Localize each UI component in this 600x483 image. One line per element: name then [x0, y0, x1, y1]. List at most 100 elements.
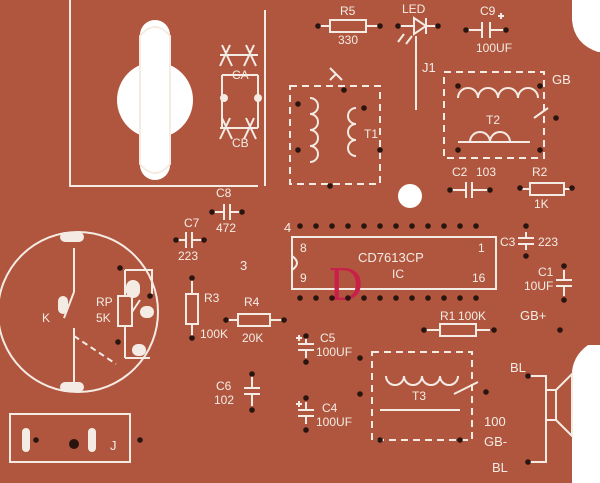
solder-hole	[315, 23, 321, 29]
solder-hole	[457, 295, 463, 301]
solder-hole	[329, 223, 335, 229]
cb-label: CB	[232, 136, 249, 150]
r4-ref: R4	[244, 295, 260, 309]
solder-hole	[473, 295, 479, 301]
c3-ref: C3	[500, 235, 516, 249]
solder-hole	[189, 335, 195, 341]
t2-label: T2	[486, 113, 500, 127]
gb-label: GB	[552, 72, 571, 87]
solder-hole	[523, 253, 529, 259]
solder-hole	[303, 395, 309, 401]
ic-part-number: CD7613CP	[358, 250, 424, 265]
solder-hole	[327, 183, 333, 189]
c2-ref: C2	[452, 165, 468, 179]
solder-hole	[537, 147, 543, 153]
jack-j-outline	[9, 413, 131, 463]
r3-value: 100K	[200, 327, 228, 341]
gb-minus-label: GB-	[484, 434, 507, 449]
c9-capacitor	[466, 13, 506, 38]
solder-hole	[503, 27, 509, 33]
solder-hole	[561, 263, 567, 269]
t1-windings	[309, 67, 357, 163]
led-ref: LED	[402, 2, 426, 16]
solder-hole	[297, 295, 303, 301]
solder-hole	[345, 295, 351, 301]
t3-windings	[380, 375, 479, 411]
solder-hole	[377, 23, 383, 29]
jack-slot-left	[22, 428, 30, 452]
solder-hole	[281, 317, 287, 323]
ic-pin-9: 9	[300, 271, 307, 285]
solder-hole	[557, 327, 563, 333]
solder-hole	[377, 223, 383, 229]
c3-capacitor	[518, 232, 534, 250]
solder-hole	[115, 339, 121, 345]
tuning-capacitor-ca-cb	[219, 44, 262, 140]
solder-hole	[447, 187, 453, 193]
solder-hole	[249, 371, 255, 377]
c4-value: 100UF	[316, 415, 352, 429]
k-label: K	[42, 311, 50, 325]
area-3-label: 3	[240, 258, 247, 273]
c4-ref: C4	[322, 401, 338, 415]
r4-value: 20K	[242, 331, 263, 345]
c9-ref: C9	[480, 4, 496, 18]
mount-frame	[69, 0, 266, 187]
t3-label: T3	[412, 389, 426, 403]
solder-hole	[393, 223, 399, 229]
c7-value: 223	[178, 249, 198, 263]
r1-ref: R1	[440, 309, 456, 323]
solder-hole	[441, 223, 447, 229]
solder-hole	[377, 295, 383, 301]
solder-slot	[132, 344, 146, 356]
c2-capacitor	[450, 182, 488, 198]
solder-hole	[525, 373, 531, 379]
solder-hole	[409, 223, 415, 229]
solder-slot	[58, 296, 68, 314]
jack-j-label: J	[110, 438, 117, 453]
r5-ref: R5	[340, 4, 356, 18]
solder-hole	[409, 295, 415, 301]
solder-hole	[341, 87, 347, 93]
solder-hole	[357, 391, 363, 397]
bl-top-label: BL	[510, 360, 526, 375]
solder-hole	[561, 297, 567, 303]
c4-capacitor	[296, 401, 314, 424]
solder-hole	[491, 327, 497, 333]
ic-outline	[291, 236, 497, 290]
rp-potentiometer	[117, 269, 153, 359]
speaker-symbol	[528, 371, 573, 463]
solder-hole	[421, 327, 427, 333]
c5-capacitor	[296, 335, 314, 358]
solder-hole	[249, 407, 255, 413]
r2-ref: R2	[532, 165, 548, 179]
c6-ref: C6	[216, 379, 232, 393]
bl-bottom-label: BL	[492, 460, 508, 475]
solder-hole	[455, 83, 461, 89]
c1-ref: C1	[538, 265, 554, 279]
solder-hole	[425, 223, 431, 229]
c8-ref: C8	[216, 186, 232, 200]
c8-capacitor	[212, 204, 242, 220]
solder-hole	[455, 147, 461, 153]
solder-hole	[329, 295, 335, 301]
solder-hole	[345, 223, 351, 229]
r5-value: 330	[338, 33, 358, 47]
rp-value: 5K	[96, 311, 111, 325]
t1-label: T1	[364, 127, 378, 141]
solder-hole	[441, 295, 447, 301]
c7-ref: C7	[184, 216, 200, 230]
solder-hole	[361, 105, 367, 111]
solder-hole	[457, 437, 463, 443]
handwritten-mark: D	[328, 260, 363, 311]
speaker-100-label: 100	[484, 414, 506, 429]
solder-hole	[525, 459, 531, 465]
c5-value: 100UF	[316, 345, 352, 359]
solder-hole	[523, 223, 529, 229]
solder-hole	[361, 295, 367, 301]
solder-hole	[137, 437, 143, 443]
solder-hole	[377, 437, 383, 443]
solder-hole	[463, 27, 469, 33]
ca-label: CA	[232, 68, 249, 82]
